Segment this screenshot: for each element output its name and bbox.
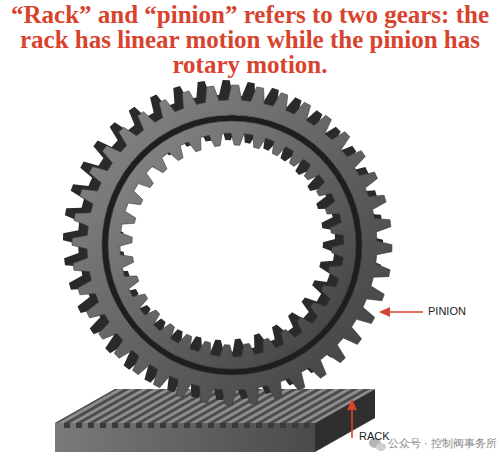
rack-tooth [184, 423, 190, 428]
pinion-gear [63, 80, 392, 405]
rack-tooth [64, 423, 70, 428]
rack-tooth [208, 423, 214, 428]
rack-tooth [124, 423, 130, 428]
rack-tooth [160, 423, 166, 428]
heading: “Rack” and “pinion” refers to two gears:… [8, 2, 492, 77]
rack-tooth [148, 423, 154, 428]
rack-tooth [220, 423, 226, 428]
rack-tooth [232, 423, 238, 428]
leader-arrow [347, 399, 357, 438]
rack-tooth [76, 423, 82, 428]
rack-tooth [292, 423, 298, 428]
part-label: PINION [428, 305, 466, 318]
rack-tooth [256, 423, 262, 428]
watermark: 公众号 · 控制阀事务所 [388, 437, 498, 450]
rack-tooth [280, 423, 286, 428]
part-label: RACK [359, 430, 390, 443]
rack-tooth [304, 423, 310, 428]
rack-tooth [244, 423, 250, 428]
rack-tooth [172, 423, 178, 428]
rack-tooth [88, 423, 94, 428]
rack-tooth [136, 423, 142, 428]
rack-tooth [268, 423, 274, 428]
rack-tooth [100, 423, 106, 428]
rack-tooth [196, 423, 202, 428]
rack-tooth [112, 423, 118, 428]
leader-arrow [379, 307, 423, 317]
